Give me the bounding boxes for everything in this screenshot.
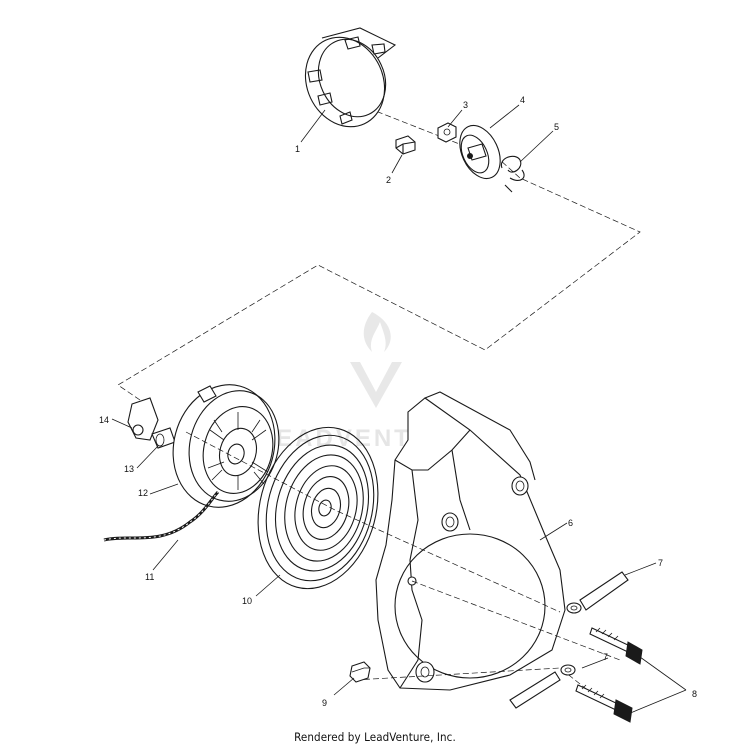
part-8-bolt-upper: [589, 627, 643, 665]
part-2-bolt: [395, 135, 416, 155]
callout-10: 10: [242, 596, 252, 606]
callout-labels: 1 2 3 4 5 6 7 7 8 9 10 11 12 13 14: [99, 95, 697, 708]
callout-2: 2: [386, 175, 391, 185]
part-7-spacer-lower: [509, 664, 576, 709]
callout-6: 6: [568, 518, 573, 528]
footer-credit: Rendered by LeadVenture, Inc.: [294, 730, 456, 744]
callout-8: 8: [692, 689, 697, 699]
callout-1: 1: [295, 144, 300, 154]
callout-11: 11: [145, 572, 154, 582]
callout-3: 3: [463, 100, 468, 110]
part-12-recoil-reel: [172, 384, 280, 508]
part-14-bracket: [127, 397, 159, 441]
part-7-spacer-upper: [566, 571, 629, 614]
part-11-starter-rope: [103, 490, 220, 542]
callout-5: 5: [554, 122, 559, 132]
assembly-guide-line: [117, 94, 641, 401]
part-13-pin: [151, 427, 176, 449]
callout-12: 12: [138, 488, 148, 498]
part-4-cam: [459, 124, 501, 180]
callout-7-upper: 7: [658, 558, 663, 568]
callout-4: 4: [520, 95, 525, 105]
part-6-starter-housing: [375, 391, 566, 691]
part-8-bolt-lower: [575, 684, 633, 723]
leader-lines: [111, 104, 687, 715]
part-3-nut: [437, 122, 457, 143]
part-9-bolt: [349, 661, 371, 683]
part-1-drive-cup: [304, 27, 397, 128]
callout-13: 13: [124, 464, 134, 474]
bolt-guide-line-1: [411, 580, 621, 661]
part-10-recoil-spring: [257, 426, 379, 590]
part-5-clip: [500, 155, 525, 193]
callout-7-lower: 7: [603, 652, 608, 662]
callout-9: 9: [322, 698, 327, 708]
callout-14: 14: [99, 415, 109, 425]
axis-guide-line: [185, 431, 561, 613]
